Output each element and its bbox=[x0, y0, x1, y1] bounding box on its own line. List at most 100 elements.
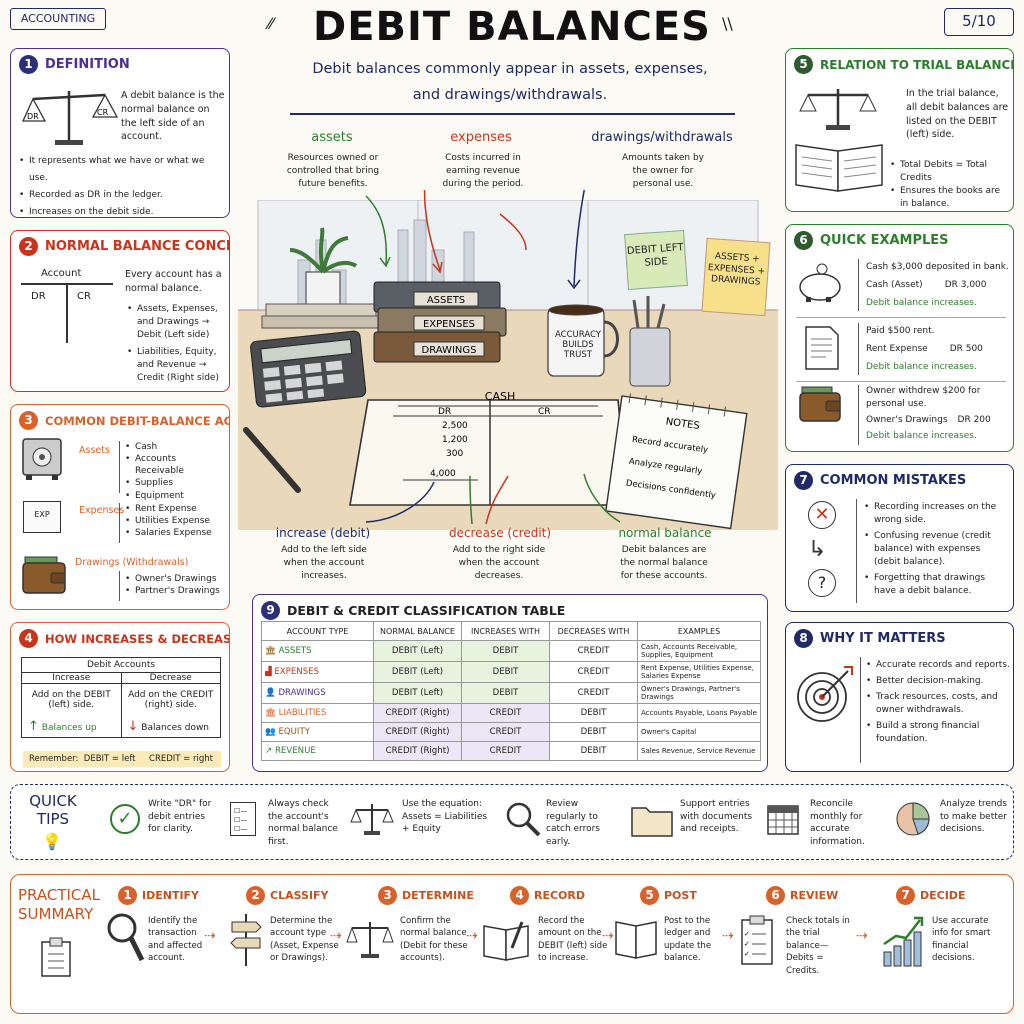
definition-text: A debit balance is the normal balance on… bbox=[121, 90, 225, 143]
t-account-dr: DR bbox=[31, 291, 46, 302]
step-title: RECORD bbox=[534, 889, 586, 902]
building-icon: 🏛 bbox=[265, 708, 276, 719]
ledger-dr: DR bbox=[438, 407, 451, 417]
normal-balance-cell: CREDIT (Right) bbox=[373, 722, 462, 743]
people-icon: 👥 bbox=[265, 727, 276, 738]
why-bullet: Accurate records and reports. bbox=[866, 659, 1010, 672]
balance-scale-icon bbox=[346, 922, 394, 958]
table-row: ↗ REVENUE CREDIT (Right) CREDIT DEBIT Sa… bbox=[261, 741, 761, 762]
trial-balance-bullet: Ensures the books are in balance. bbox=[890, 185, 1010, 211]
assets-label: Assets bbox=[79, 445, 110, 456]
definition-bullet: Recorded as DR in the ledger. bbox=[19, 187, 224, 204]
normal-balance-cell: DEBIT (Left) bbox=[373, 639, 462, 663]
examples-cell: Rent Expense, Utilities Expense, Salarie… bbox=[637, 661, 761, 684]
target-icon bbox=[797, 666, 853, 722]
divider bbox=[796, 381, 1006, 382]
asset-item: Supplies bbox=[125, 477, 225, 489]
page-indicator: 5/10 bbox=[944, 8, 1014, 36]
account-type: LIABILITIES bbox=[278, 708, 327, 719]
normal-balance-title: NORMAL BALANCE CONCEPT bbox=[45, 239, 229, 254]
step-desc: Identify the transaction and affected ac… bbox=[148, 916, 203, 964]
mug-text: ACCURACY BUILDS TRUST bbox=[555, 330, 601, 361]
trial-balance-bullet: Total Debits = Total Credits bbox=[890, 159, 1010, 185]
classification-title: DEBIT & CREDIT CLASSIFICATION TABLE bbox=[287, 603, 566, 618]
wallet-icon bbox=[22, 556, 66, 594]
tip: Review regularly to catch errors early. bbox=[546, 799, 600, 847]
quick-examples-title: QUICK EXAMPLES bbox=[820, 233, 949, 248]
center-increase-label: increase (debit) bbox=[275, 526, 371, 540]
asset-item: Equipment bbox=[125, 490, 225, 502]
subtitle-underline bbox=[290, 113, 735, 115]
pie-chart-icon bbox=[896, 802, 930, 836]
person-icon: 👤 bbox=[265, 688, 276, 699]
increases-title: HOW INCREASES & DECREASES WORK bbox=[45, 631, 229, 646]
expense-item: Utilities Expense bbox=[125, 515, 225, 527]
section-number: 8 bbox=[794, 629, 813, 648]
magnifier-icon bbox=[107, 913, 145, 962]
step-number: 2 bbox=[246, 886, 265, 905]
why-bullet: Build a strong financial foundation. bbox=[866, 720, 1010, 746]
decreases-cell: DEBIT bbox=[549, 741, 638, 762]
step-title: IDENTIFY bbox=[142, 889, 200, 902]
desk-illustration: ASSETS EXPENSES DRAWINGS CASH DR CR 2,50… bbox=[238, 200, 778, 530]
step-desc: Confirm the normal balance (Debit for th… bbox=[400, 916, 468, 964]
tip: Use the equation: Assets = Liabilities +… bbox=[402, 799, 488, 835]
assets-divider bbox=[119, 441, 120, 493]
example-divider bbox=[858, 259, 859, 311]
arrow-right-icon: ⇢ bbox=[722, 928, 734, 944]
table-row: 👥 EQUITY CREDIT (Right) CREDIT DEBIT Own… bbox=[261, 722, 761, 743]
step-title: DECIDE bbox=[920, 889, 966, 902]
ledger-value: 1,200 bbox=[442, 435, 468, 445]
open-book-icon bbox=[615, 921, 657, 959]
balance-scale-icon: DR CR bbox=[21, 91, 119, 145]
receipt-icon: EXP bbox=[23, 501, 61, 533]
normal-balance-text: Every account has a normal balance. bbox=[125, 269, 222, 294]
increases-cell: CREDIT bbox=[461, 703, 550, 724]
mistakes-title: COMMON MISTAKES bbox=[820, 473, 967, 488]
remember-note: Remember: DEBIT = left CREDIT = right bbox=[23, 751, 221, 767]
examples-cell: Owner's Drawings, Partner's Drawings bbox=[637, 682, 761, 705]
example-account: Rent Expense bbox=[866, 344, 928, 355]
bar-chart-icon: ▟ bbox=[265, 667, 272, 678]
balance-scale-icon bbox=[799, 89, 877, 130]
ledger-title: CASH bbox=[485, 390, 515, 403]
svg-text:✓: ✓ bbox=[744, 950, 750, 958]
magnifier-icon bbox=[506, 802, 541, 837]
quick-tips-title: QUICK TIPS bbox=[29, 792, 77, 828]
account-type: ASSETS bbox=[278, 646, 312, 657]
trial-balance-text: In the trial balance, all debit balances… bbox=[906, 88, 1009, 141]
arrow-up-icon: ↑ bbox=[28, 718, 39, 734]
safe-icon bbox=[22, 438, 62, 480]
arrow-right-icon: ⇢ bbox=[330, 928, 342, 944]
decreases-cell: DEBIT bbox=[549, 722, 638, 743]
center-decrease-label: decrease (credit) bbox=[448, 526, 552, 540]
mistake-bullet: Forgetting that drawings have a debit ba… bbox=[864, 572, 1009, 598]
step-number: 6 bbox=[766, 886, 785, 905]
example-amount: DR 500 bbox=[949, 344, 983, 355]
ledger-value: 4,000 bbox=[430, 469, 456, 479]
center-decrease-desc: Add to the right side when the account d… bbox=[452, 545, 546, 582]
increases-cell: CREDIT bbox=[461, 741, 550, 762]
step-number: 4 bbox=[510, 886, 529, 905]
expense-item: Rent Expense bbox=[125, 503, 225, 515]
common-accounts-title: COMMON DEBIT-BALANCE ACCOUNTS bbox=[45, 413, 229, 428]
step-title: DETERMINE bbox=[402, 889, 474, 902]
svg-text:✓: ✓ bbox=[744, 940, 750, 948]
account-type: EXPENSES bbox=[274, 667, 320, 678]
t-account-cr: CR bbox=[77, 291, 91, 302]
ledger-value: 2,500 bbox=[442, 421, 468, 431]
mistake-bullet: Recording increases on the wrong side. bbox=[864, 501, 1009, 527]
examples-cell: Accounts Payable, Loans Payable bbox=[637, 703, 761, 724]
example-line: Cash $3,000 deposited in bank. bbox=[866, 262, 1009, 272]
center-assets-label: assets bbox=[311, 130, 353, 145]
examples-cell: Owner's Capital bbox=[637, 722, 761, 743]
example-result: Debit balance increases. bbox=[866, 362, 977, 373]
